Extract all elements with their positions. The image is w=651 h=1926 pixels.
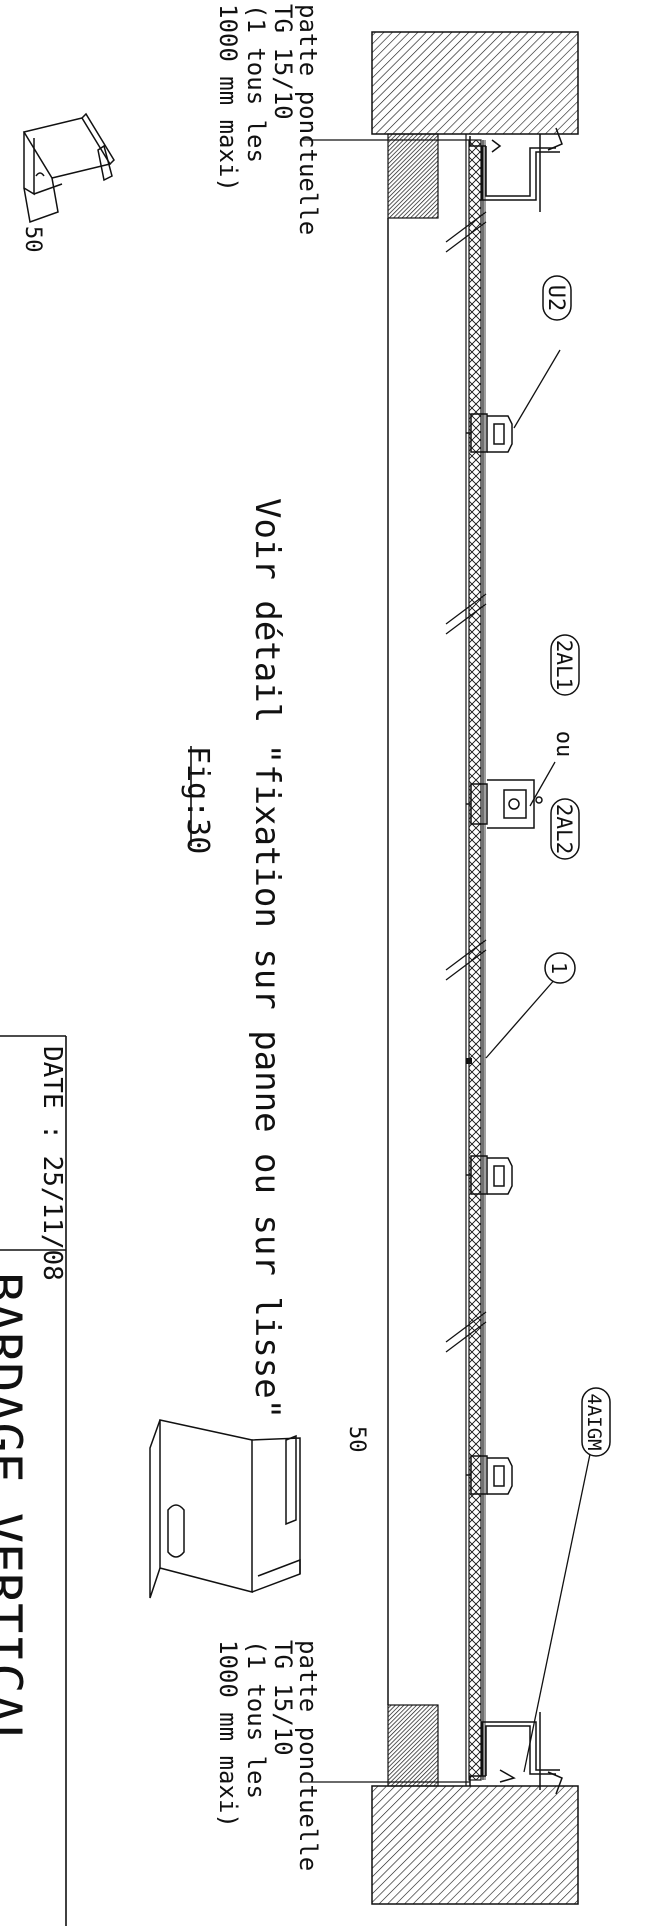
- tag-4aigm: 4AIGM: [581, 1387, 611, 1457]
- bottom-bracket-sketch: [149, 1419, 301, 1599]
- title-block: [0, 1035, 67, 1926]
- title-block-title-text: BARDAGE VERTICAL: [0, 1272, 32, 1754]
- block-top: [387, 133, 439, 219]
- tag-2al2-label: 2AL2: [552, 804, 576, 855]
- bottom-bracket-line-3: (1 tous les: [242, 1640, 270, 1799]
- wall-bottom: [371, 1785, 579, 1905]
- bottom-bracket-dim: 50: [344, 1426, 369, 1453]
- figure-ref: Fig:30: [180, 746, 215, 854]
- bottom-bracket-line-2: TG 15/10: [269, 1640, 297, 1756]
- connector-ou: ou: [551, 731, 576, 758]
- tag-2al2: 2AL2: [550, 798, 580, 860]
- tag-u2: U2: [542, 275, 572, 321]
- bottom-bracket-line-4: 1000 mm maxi): [214, 1640, 242, 1828]
- clip-3: [466, 1155, 513, 1195]
- top-bracket-line-2: TG 15/10: [269, 4, 297, 120]
- tag-2al1: 2AL1: [550, 634, 580, 696]
- title-block-title: BARDAGE VERTICAL: [0, 1272, 32, 1754]
- top-bracket-line-4: 1000 mm maxi): [214, 4, 242, 192]
- tag-4aigm-label: 4AIGM: [583, 1393, 605, 1450]
- top-bracket-dim: 50: [20, 226, 45, 253]
- clip-2: [466, 779, 543, 829]
- bottom-bracket-dim-label: 50: [344, 1426, 369, 1453]
- cladding-panel: [468, 139, 482, 1781]
- top-bracket-dim-label: 50: [20, 226, 45, 253]
- top-bracket-line-3: (1 tous les: [242, 4, 270, 163]
- top-bracket-line-1: patte ponctuelle: [294, 4, 322, 235]
- title-block-date-text: DATE : 25/11/08: [37, 1046, 67, 1281]
- connector-ou-label: ou: [551, 731, 576, 758]
- bottom-profile: [469, 1712, 563, 1795]
- bottom-bracket-note: patte ponctuelle TG 15/10 (1 tous les 10…: [214, 1640, 322, 1871]
- figure-ref-text: Fig:30: [180, 746, 215, 854]
- wall-top: [371, 31, 579, 135]
- top-profile: [469, 127, 563, 212]
- tag-panel-1-label: 1: [547, 962, 571, 974]
- clip-1: [466, 413, 513, 453]
- top-bracket-sketch: [22, 112, 115, 224]
- main-note: Voir détail "fixation sur panne ou sur l…: [247, 498, 287, 1419]
- tag-u2-label: U2: [543, 285, 568, 312]
- block-bottom: [387, 1704, 439, 1787]
- panel-joint-mark: [466, 1058, 472, 1064]
- top-bracket-note: patte ponctuelle TG 15/10 (1 tous les 10…: [214, 4, 322, 235]
- clip-4: [466, 1455, 513, 1495]
- leader-lines: [300, 139, 591, 1783]
- title-block-date: DATE : 25/11/08: [37, 1046, 67, 1281]
- tag-panel-1: 1: [544, 952, 576, 984]
- main-note-text: Voir détail "fixation sur panne ou sur l…: [247, 498, 287, 1419]
- bottom-bracket-line-1: patte ponctuelle: [294, 1640, 322, 1871]
- break-lines: [445, 211, 487, 1353]
- tag-2al1-label: 2AL1: [552, 640, 576, 691]
